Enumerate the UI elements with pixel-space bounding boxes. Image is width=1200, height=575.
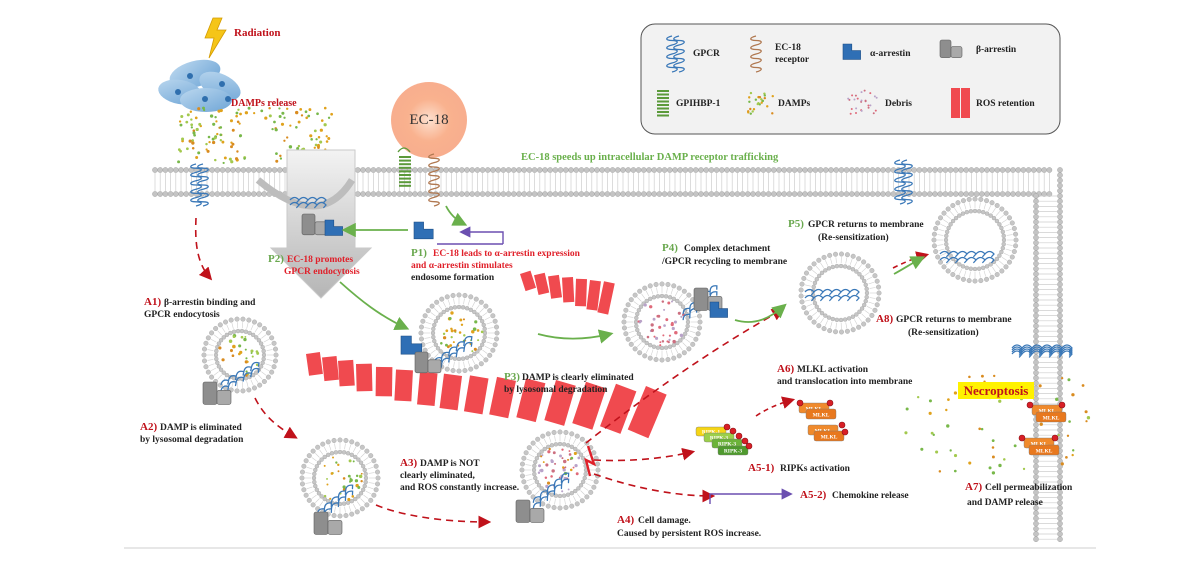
legend-ec18-receptor-label-2: receptor	[775, 55, 810, 65]
p1-number: P1)	[411, 247, 427, 259]
a8-line1: GPCR returns to membrane	[896, 315, 1012, 325]
a5-2-text: Chemokine release	[832, 491, 909, 501]
a1-number: A1)	[144, 296, 161, 308]
p3-line1: DAMP is clearly eliminated	[522, 373, 634, 383]
a2-line2: by lysosomal degradation	[140, 435, 244, 445]
a4-line2: Caused by persistent ROS increase.	[617, 529, 761, 539]
ec18-label: EC-18	[409, 112, 448, 128]
legend-damps-label: DAMPs	[778, 99, 810, 109]
a3-number: A3)	[400, 457, 417, 469]
radiation-label: Radiation	[234, 27, 280, 39]
svg-text:MLKL: MLKL	[1036, 449, 1053, 455]
a7-number: A7)	[965, 481, 982, 493]
vesicle-a8	[932, 197, 1019, 284]
a6-number: A6)	[777, 363, 794, 375]
legend-gpcr-label: GPCR	[693, 49, 720, 59]
p1-line2: and α-arrestin stimulates	[411, 261, 513, 271]
ec18-speeds-up-label: EC-18 speeds up intracellular DAMP recep…	[521, 152, 779, 163]
p4-number: P4)	[662, 242, 678, 254]
p2-line1: EC-18 promotes	[287, 255, 353, 265]
a3-line1: DAMP is NOT	[420, 459, 480, 469]
a4-line1: Cell damage.	[638, 516, 691, 526]
svg-text:RIPK-3: RIPK-3	[724, 449, 743, 455]
a7-line1: Cell permeabilization	[985, 483, 1073, 493]
step-labels: P1) EC-18 leads to α-arrestin expression…	[140, 218, 1073, 539]
a6-line2: and translocation into membrane	[777, 377, 912, 387]
a1-line1: β-arrestin binding and	[164, 298, 256, 308]
a3-line2: clearly eliminated,	[400, 471, 476, 481]
a5-2-number: A5-2)	[800, 489, 827, 501]
a7-line2: and DAMP release	[967, 498, 1043, 508]
vesicle-a1	[202, 317, 279, 405]
a6-line1: MLKL activation	[797, 365, 869, 375]
legend-gpihbp1-label: GPIHBP-1	[676, 99, 721, 109]
legend: GPCR EC-18 receptor α-arrestin β-arresti…	[641, 24, 1060, 134]
p3-number: P3)	[504, 371, 520, 383]
vesicle-a2	[300, 438, 381, 535]
p2-number: P2)	[268, 253, 284, 265]
lightning-icon	[205, 18, 226, 58]
vesicle-p5	[799, 252, 881, 335]
p1-line1: EC-18 leads to α-arrestin expression	[433, 249, 581, 259]
legend-ec18-receptor-label-1: EC-18	[775, 43, 801, 53]
a2-number: A2)	[140, 421, 157, 433]
legend-beta-arrestin-label: β-arrestin	[976, 45, 1017, 55]
a5-1-number: A5-1)	[748, 462, 775, 474]
a2-line1: DAMP is eliminated	[160, 423, 243, 433]
p5-number: P5)	[788, 218, 804, 230]
p5-line2: (Re-sensitization)	[818, 232, 889, 243]
p4-line1: Complex detachment	[684, 244, 771, 254]
p4-line2: /GPCR recycling to membrane	[661, 257, 787, 267]
p3-line2: by lysosomal degradation	[504, 385, 608, 395]
ripk-mlkl-proteins: RIPK-1RIPK-3RIPK-3RIPK-3MLKLMLKLMLKLMLKL…	[696, 400, 1066, 455]
svg-text:MLKL: MLKL	[1043, 416, 1060, 422]
a1-line2: GPCR endocytosis	[144, 310, 220, 320]
p5-line1: GPCR returns to membrane	[808, 220, 924, 230]
a4-number: A4)	[617, 514, 634, 526]
svg-text:MLKL: MLKL	[821, 435, 838, 441]
necroptosis-label: Necroptosis	[964, 383, 1029, 398]
a8-line2: (Re-sensitization)	[908, 327, 979, 338]
a5-1-text: RIPKs activation	[780, 464, 851, 474]
legend-ros-retention-label: ROS retention	[976, 99, 1035, 109]
vesicle-p3	[401, 293, 499, 374]
a3-line3: and ROS constantly increase.	[400, 483, 519, 493]
vesicle-p4	[622, 282, 728, 363]
legend-alpha-arrestin-label: α-arrestin	[870, 49, 911, 59]
vesicle-a3-a4	[516, 430, 600, 523]
legend-debris-label: Debris	[885, 99, 912, 109]
damps-release-label: DAMPs release	[231, 98, 297, 109]
svg-text:MLKL: MLKL	[813, 413, 830, 419]
p2-line2: GPCR endocytosis	[284, 267, 360, 277]
p1-line3: endosome formation	[411, 273, 495, 283]
a8-number: A8)	[876, 313, 893, 325]
